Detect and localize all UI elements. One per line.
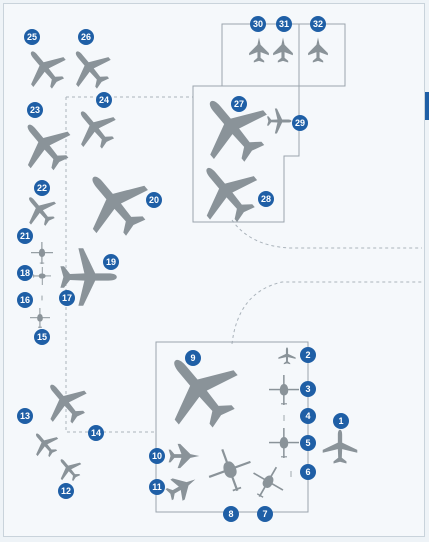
small-object-icon <box>290 471 292 477</box>
marker-badge-23[interactable]: 23 <box>27 102 43 118</box>
light-aircraft-icon <box>267 108 292 134</box>
heavy-zone <box>192 85 300 223</box>
light-aircraft-icon <box>60 459 82 482</box>
fighter-jet-icon <box>249 37 269 63</box>
marker-badge-11[interactable]: 11 <box>149 479 165 495</box>
helicopter-icon <box>269 375 299 405</box>
helicopter-icon <box>30 308 50 328</box>
airliner-icon <box>27 124 71 171</box>
marker-badge-1[interactable]: 1 <box>333 413 349 429</box>
marker-badge-24[interactable]: 24 <box>96 92 112 108</box>
fighter-jet-icon <box>273 37 293 63</box>
dashed-area-outline <box>65 96 422 433</box>
helicopter-icon <box>269 428 299 458</box>
tandem-rotor-helicopter-icon <box>208 449 251 492</box>
marker-badge-22[interactable]: 22 <box>34 180 50 196</box>
marker-badge-9[interactable]: 9 <box>185 350 201 366</box>
map-frame <box>3 3 425 537</box>
marker-badge-18[interactable]: 18 <box>17 265 33 281</box>
tiny-aircraft-icon <box>283 415 285 421</box>
marker-badge-25[interactable]: 25 <box>24 29 40 45</box>
fighter-jet-icon <box>165 478 196 501</box>
marker-badge-8[interactable]: 8 <box>223 506 239 522</box>
four-engine-turboprop-icon <box>92 176 148 236</box>
marker-badge-32[interactable]: 32 <box>310 16 326 32</box>
twin-engine-aircraft-icon <box>29 197 56 226</box>
helicopter-icon <box>253 466 284 498</box>
fighter-jet-icon <box>308 37 328 63</box>
turboprop-aircraft-icon <box>50 384 87 424</box>
twin-engine-aircraft-icon <box>80 111 116 149</box>
marker-badge-17[interactable]: 17 <box>59 290 75 306</box>
tiny-aircraft-icon <box>41 295 43 301</box>
twin-engine-aircraft-icon <box>35 433 59 458</box>
marker-badge-13[interactable]: 13 <box>17 408 33 424</box>
business-jet-icon <box>30 51 66 89</box>
marker-badge-3[interactable]: 3 <box>300 381 316 397</box>
marker-badge-21[interactable]: 21 <box>17 228 33 244</box>
marker-badge-30[interactable]: 30 <box>250 16 266 32</box>
business-jet-icon <box>75 51 111 89</box>
wide-body-airliner-icon <box>209 100 267 162</box>
marker-badge-15[interactable]: 15 <box>34 329 50 345</box>
marker-badge-10[interactable]: 10 <box>149 448 165 464</box>
marker-badge-6[interactable]: 6 <box>300 464 316 480</box>
marker-badge-28[interactable]: 28 <box>258 191 274 207</box>
marker-badge-26[interactable]: 26 <box>78 29 94 45</box>
marker-badge-27[interactable]: 27 <box>231 96 247 112</box>
marker-badge-16[interactable]: 16 <box>17 292 33 308</box>
marker-badge-20[interactable]: 20 <box>146 192 162 208</box>
airliner-icon <box>60 248 117 306</box>
wide-body-airliner-icon <box>174 359 238 428</box>
marker-badge-12[interactable]: 12 <box>58 483 74 499</box>
marker-badge-4[interactable]: 4 <box>300 408 316 424</box>
light-aircraft-icon <box>278 347 296 365</box>
fighter-jet-icon <box>168 443 200 469</box>
four-engine-jet-icon <box>206 167 258 222</box>
marker-badge-19[interactable]: 19 <box>103 254 119 270</box>
marker-badge-31[interactable]: 31 <box>276 16 292 32</box>
helicopter-icon <box>31 242 53 264</box>
marker-badge-29[interactable]: 29 <box>292 115 308 131</box>
edge-tab <box>425 92 429 120</box>
marker-badge-2[interactable]: 2 <box>300 347 316 363</box>
airliner-small-icon <box>322 429 358 464</box>
marker-badge-5[interactable]: 5 <box>300 435 316 451</box>
small-helicopter-icon <box>32 266 52 286</box>
marker-badge-7[interactable]: 7 <box>257 506 273 522</box>
fighter-zone <box>221 23 346 87</box>
marker-badge-14[interactable]: 14 <box>88 425 104 441</box>
